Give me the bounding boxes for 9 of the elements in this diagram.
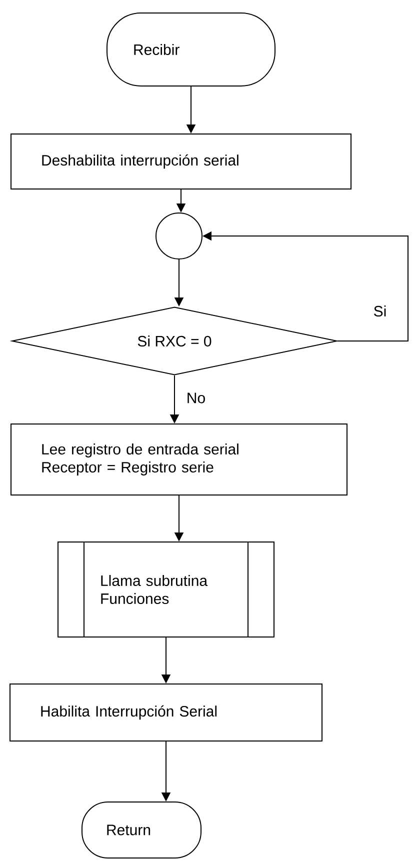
process-box: Deshabilita interrupción serial — [10, 134, 352, 190]
process-box: Lee registro de entrada serial Receptor = Registro serie — [10, 424, 348, 496]
edge-label: No — [185, 392, 207, 404]
subroutine-box: Llama subrutina Funciones — [58, 542, 274, 638]
terminal-box: Return — [82, 802, 202, 858]
terminal-box: Recibir — [106, 12, 276, 86]
edge-label: Si — [372, 304, 388, 318]
connector-circle — [156, 212, 202, 260]
process-box: Habilita Interrupción Serial — [10, 684, 322, 742]
